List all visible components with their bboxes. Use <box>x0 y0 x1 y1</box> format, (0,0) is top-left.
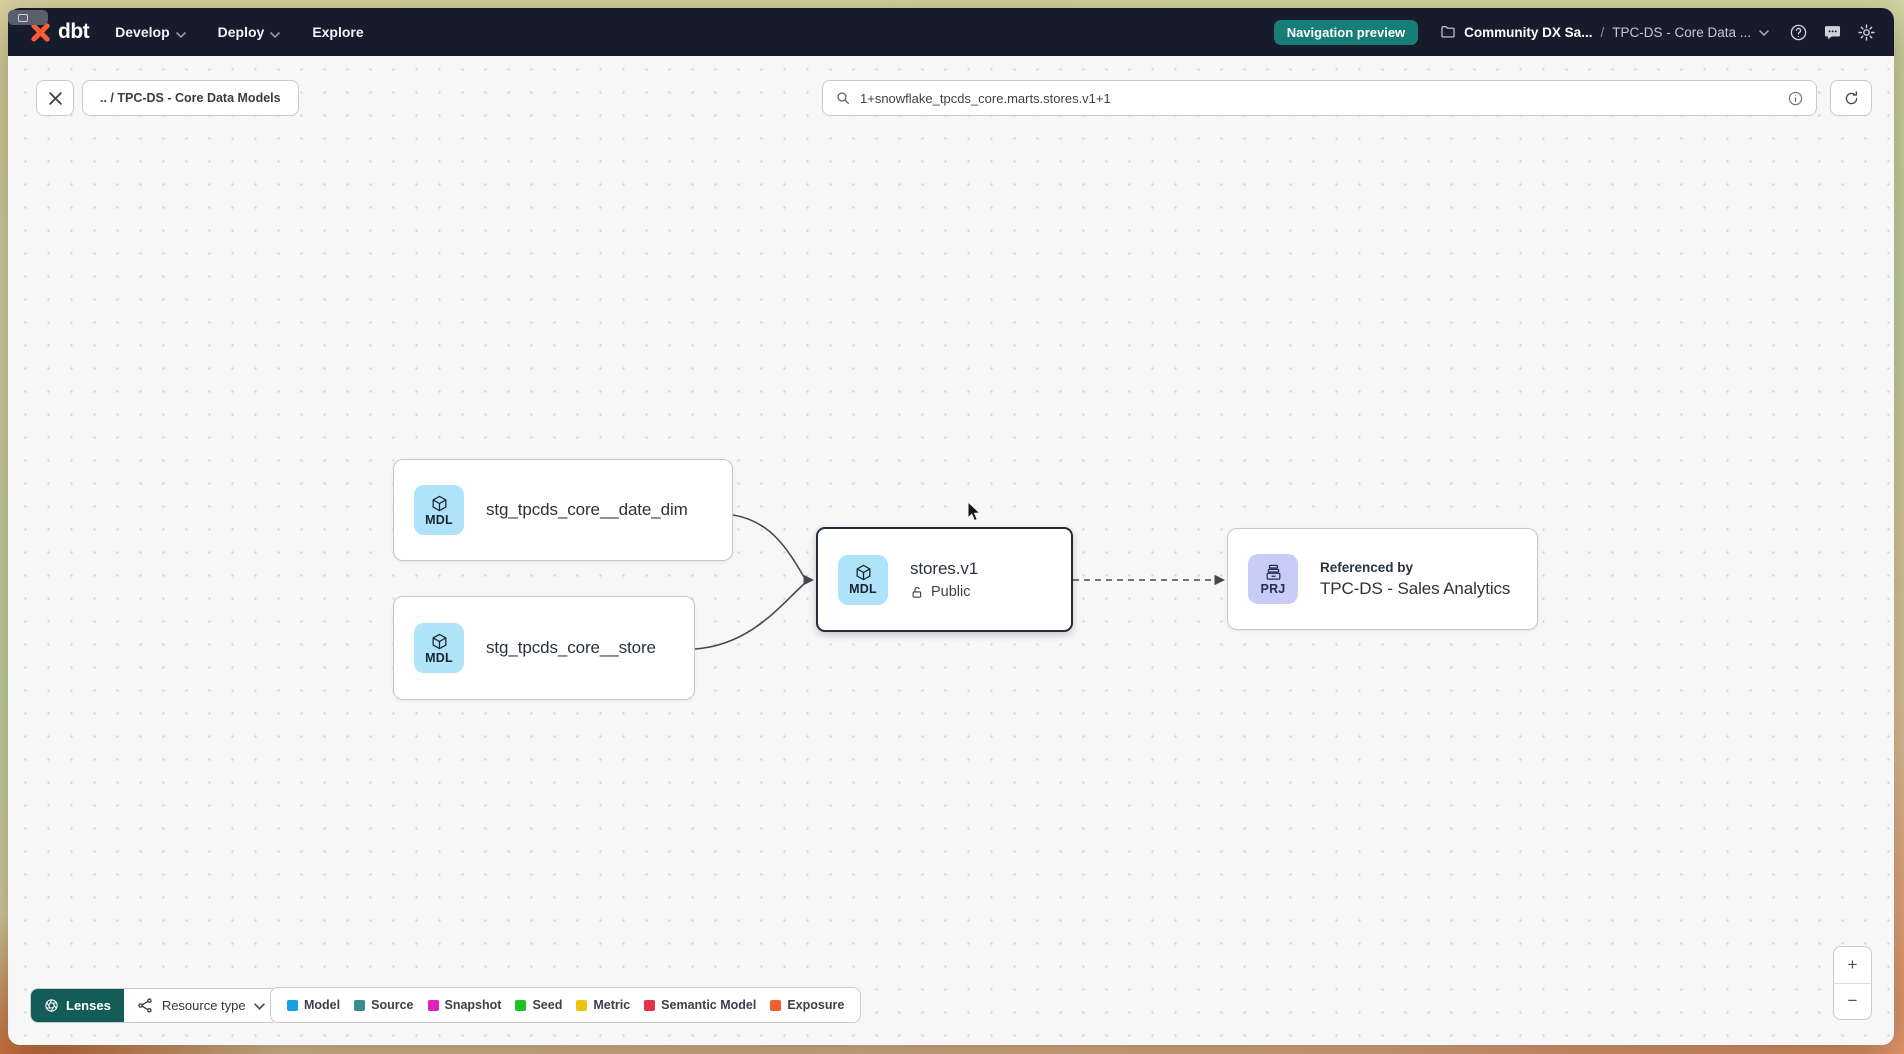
lenses-label: Lenses <box>66 998 111 1013</box>
dbt-logo[interactable]: dbt <box>28 20 90 45</box>
zoom-controls: + − <box>1833 946 1872 1020</box>
lineage-selector-input[interactable]: 1+snowflake_tpcds_core.marts.stores.v1+1 <box>822 80 1817 116</box>
refresh-graph-button[interactable] <box>1830 80 1872 116</box>
mouse-cursor <box>967 501 981 522</box>
cube-icon <box>856 564 870 581</box>
zoom-in-button[interactable]: + <box>1834 947 1871 984</box>
window-mini-icon <box>18 13 28 22</box>
legend-swatch <box>644 999 656 1011</box>
resource-type-legend: Model Source Snapshot Seed Metric <box>270 987 862 1023</box>
resource-type-label: Resource type <box>161 998 246 1013</box>
legend-swatch <box>287 999 298 1011</box>
dbt-app-window: dbt Develop Deploy Explore <box>8 8 1894 1045</box>
model-path-chip[interactable]: .. / TPC-DS - Core Data Models <box>82 80 299 116</box>
legend-swatch <box>770 999 782 1011</box>
breadcrumb-section[interactable]: TPC-DS - Core Data ... <box>1612 24 1751 40</box>
legend-item-model: Model <box>287 998 340 1012</box>
node-text: Referenced by TPC-DS - Sales Analytics <box>1320 560 1510 599</box>
folder-icon <box>1441 26 1455 38</box>
breadcrumb[interactable]: Community DX Sa... / TPC-DS - Core Data … <box>1440 23 1769 41</box>
node-sublabel: Referenced by <box>1320 559 1414 575</box>
model-badge: MDL <box>838 554 888 605</box>
breadcrumb-separator: / <box>1600 24 1605 40</box>
settings-gear-icon[interactable] <box>1857 23 1876 42</box>
lenses-button[interactable]: Lenses <box>31 989 124 1022</box>
node-label: stg_tpcds_core__store <box>486 638 656 657</box>
screen-capture-chip <box>8 10 48 25</box>
legend-item-metric: Metric <box>576 998 630 1012</box>
node-text: stores.v1 Public <box>910 559 978 600</box>
badge-label: MDL <box>849 582 877 596</box>
lenses-control-group: Lenses Resource type <box>30 988 279 1023</box>
arrowhead-into-project <box>1214 574 1225 586</box>
close-icon <box>48 91 62 105</box>
close-lineage-button[interactable] <box>36 80 74 116</box>
arrowhead-into-stores <box>803 574 814 586</box>
legend-swatch <box>354 999 366 1011</box>
legend-swatch <box>515 999 527 1011</box>
cube-icon <box>432 633 446 649</box>
top-navbar: dbt Develop Deploy Explore <box>8 8 1894 56</box>
menu-deploy-label: Deploy <box>217 24 265 40</box>
edge-store-to-stores <box>694 583 805 650</box>
legend-swatch <box>576 999 588 1011</box>
chevron-down-icon <box>175 25 186 41</box>
model-badge: MDL <box>414 485 464 535</box>
badge-label: MDL <box>425 512 453 527</box>
legend-item-source: Source <box>354 998 414 1012</box>
chevron-down-icon <box>270 25 281 41</box>
info-icon[interactable] <box>1787 90 1804 107</box>
legend-item-snapshot: Snapshot <box>427 998 501 1012</box>
access-label: Public <box>931 584 971 600</box>
archive-stack-icon <box>1266 564 1280 580</box>
badge-label: PRJ <box>1260 581 1286 596</box>
node-stg-tpcds-core-store[interactable]: MDL stg_tpcds_core__store <box>393 596 695 700</box>
menu-develop-label: Develop <box>115 24 170 40</box>
help-icon[interactable] <box>1789 23 1808 42</box>
menu-develop[interactable]: Develop <box>115 23 186 41</box>
badge-label: MDL <box>425 650 453 665</box>
dbt-logo-text: dbt <box>58 20 90 43</box>
access-row: Public <box>910 584 978 600</box>
legend-item-exposure: Exposure <box>770 998 844 1012</box>
node-stg-tpcds-core-date-dim[interactable]: MDL stg_tpcds_core__date_dim <box>393 459 733 561</box>
breadcrumb-project[interactable]: Community DX Sa... <box>1464 24 1593 40</box>
search-icon <box>837 92 849 104</box>
chevron-down-icon[interactable] <box>1759 23 1769 41</box>
menu-explore[interactable]: Explore <box>312 24 363 40</box>
legend-swatch <box>427 999 439 1011</box>
menu-deploy[interactable]: Deploy <box>218 23 281 41</box>
navigation-preview-badge[interactable]: Navigation preview <box>1273 19 1419 45</box>
project-badge: PRJ <box>1248 554 1298 604</box>
share-nodes-icon <box>138 998 152 1013</box>
node-label: stg_tpcds_core__date_dim <box>486 500 688 519</box>
model-badge: MDL <box>414 623 464 673</box>
node-label: TPC-DS - Sales Analytics <box>1320 578 1511 598</box>
menu-explore-label: Explore <box>312 24 364 40</box>
selector-query-text: 1+snowflake_tpcds_core.marts.stores.v1+1 <box>860 90 1111 106</box>
feedback-icon[interactable] <box>1823 23 1842 42</box>
zoom-out-button[interactable]: − <box>1847 991 1858 1011</box>
dbt-logo-icon <box>31 22 50 42</box>
node-referenced-by-sales-analytics[interactable]: PRJ Referenced by TPC-DS - Sales Analyti… <box>1227 528 1538 630</box>
cube-icon <box>432 495 446 511</box>
aperture-icon <box>45 999 58 1012</box>
navbar-icon-group <box>1789 23 1876 42</box>
main-menu: Develop Deploy Explore <box>115 23 364 41</box>
node-label: stores.v1 <box>910 559 979 578</box>
lock-open-icon <box>912 586 922 598</box>
node-stores-v1[interactable]: MDL stores.v1 Public <box>816 527 1073 632</box>
lineage-canvas[interactable]: .. / TPC-DS - Core Data Models 1+snowfla… <box>8 56 1894 1045</box>
chevron-down-icon <box>253 997 265 1015</box>
legend-item-semantic-model: Semantic Model <box>644 998 756 1012</box>
refresh-icon <box>1845 90 1857 104</box>
edge-date-dim-to-stores <box>732 514 805 578</box>
resource-type-dropdown[interactable]: Resource type <box>124 989 278 1022</box>
legend-item-seed: Seed <box>515 998 562 1012</box>
